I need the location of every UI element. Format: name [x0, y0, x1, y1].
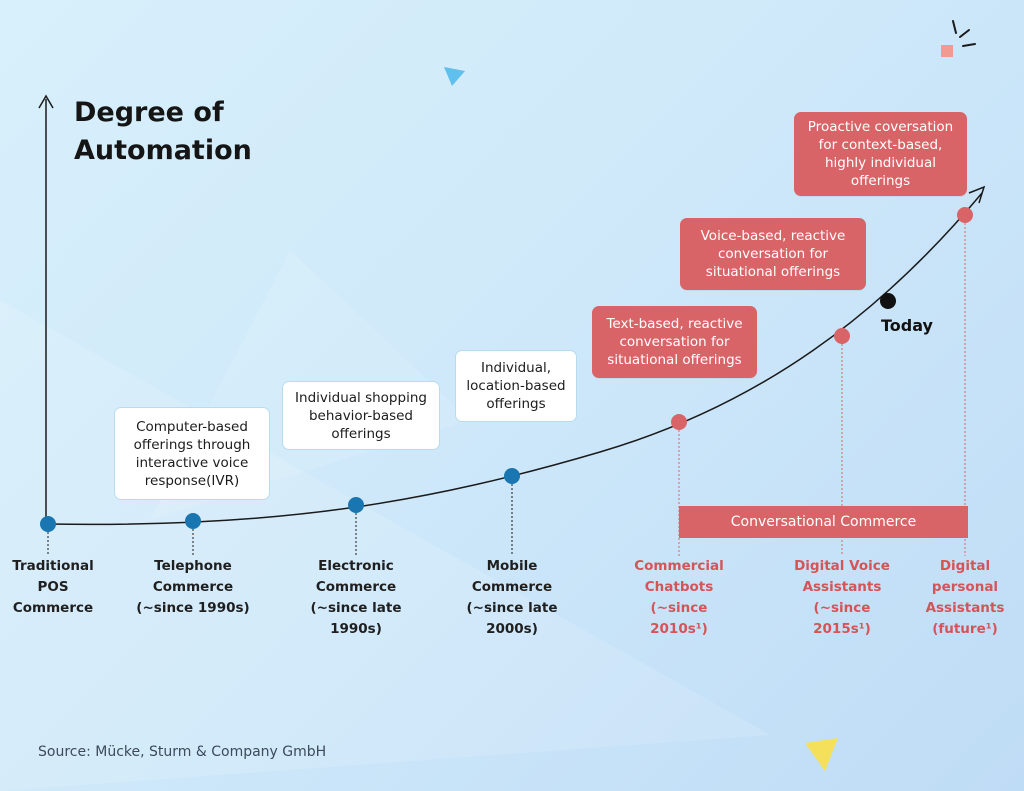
- node-telephone-commerce: [185, 513, 201, 529]
- node-mobile-commerce: [504, 468, 520, 484]
- node-commercial-chatbots: [671, 414, 687, 430]
- automation-curve: [47, 192, 983, 526]
- conversational-commerce-band: Conversational Commerce: [679, 506, 968, 538]
- decor-spark-lines-icon: [952, 20, 976, 47]
- box-mobile-offering: Individual, location-based offerings: [455, 350, 577, 422]
- node-traditional-pos: [40, 516, 56, 532]
- today-label: Today: [881, 316, 933, 335]
- stage-label-digital-personal-assistants: Digital personal Assistants (future¹): [925, 558, 1005, 637]
- box-telephone-offering: Computer-based offerings through interac…: [114, 407, 270, 500]
- blue-connectors: [47, 484, 513, 556]
- stage-label-mobile-commerce: Mobile Commerce (~since late 2000s): [466, 558, 558, 637]
- decor-yellow-triangle-icon: [805, 738, 838, 771]
- decor-pink-square-icon: [941, 45, 953, 57]
- y-axis-arrowhead-icon: [38, 94, 54, 109]
- box-voice-offering: Voice-based, reactive conversation for s…: [680, 218, 866, 290]
- node-electronic-commerce: [348, 497, 364, 513]
- stage-label-telephone-commerce: Telephone Commerce (~since 1990s): [136, 558, 250, 616]
- box-chatbot-offering: Text-based, reactive conversation for si…: [592, 306, 757, 378]
- node-digital-voice-assistants: [834, 328, 850, 344]
- box-electronic-offering: Individual shopping behavior-based offer…: [282, 381, 440, 450]
- source-note: Source: Mücke, Sturm & Company GmbH: [38, 744, 327, 760]
- node-today: [880, 293, 896, 309]
- box-personal-assistant-offering: Proactive coversation for context-based,…: [794, 112, 967, 196]
- stage-label-electronic-commerce: Electronic Commerce (~since late 1990s): [310, 558, 402, 637]
- stage-label-digital-voice-assistants: Digital Voice Assistants (~since 2015s¹): [794, 558, 890, 637]
- node-digital-personal-assistants: [957, 207, 973, 223]
- page-title: Degree of Automation: [74, 97, 252, 166]
- curve-arrowhead-icon: [968, 185, 986, 204]
- decor-blue-triangle-icon: [444, 67, 465, 86]
- stage-label-commercial-chatbots: Commercial Chatbots (~since 2010s¹): [634, 558, 724, 637]
- stage-label-traditional-pos: Traditional POS Commerce: [12, 558, 94, 616]
